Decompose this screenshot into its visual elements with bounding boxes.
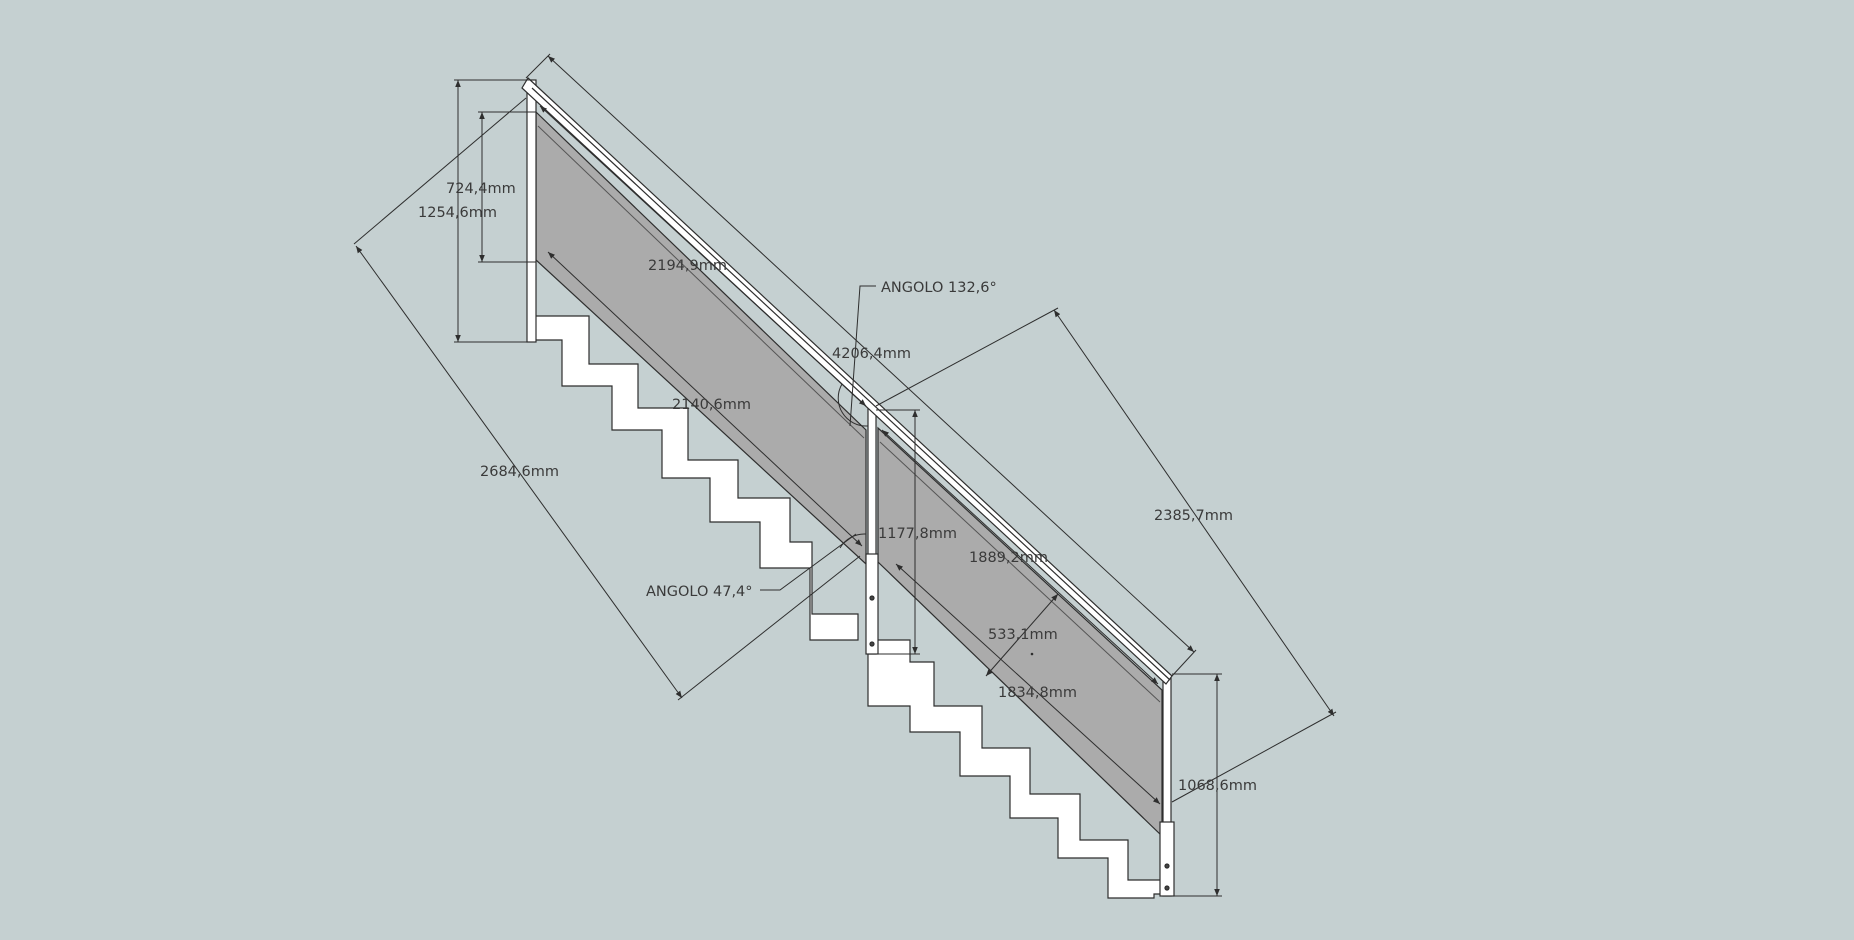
label-panel-offset: 533,1mm: [988, 627, 1058, 643]
center-mark: [1030, 652, 1034, 656]
post-bolt: [869, 595, 875, 601]
label-top-angle: ANGOLO 132,6°: [881, 280, 997, 296]
extension-line: [875, 307, 1059, 407]
label-upper-flight-length: 2684,6mm: [480, 464, 559, 480]
middle-post-base: [865, 553, 879, 655]
angle-annotations: [760, 285, 876, 591]
extension-line: [1171, 649, 1197, 677]
label-total-rail-length: 4206,4mm: [832, 346, 911, 362]
extension-line: [353, 97, 527, 245]
label-upper-rail-length: 2194,9mm: [648, 258, 727, 274]
label-lower-flight-length: 2385,7mm: [1154, 508, 1233, 524]
top-angle-arc: [837, 383, 869, 427]
post-bolt: [1164, 885, 1170, 891]
glass-panels: [535, 110, 1163, 838]
label-upper-post-height: 1254,6mm: [418, 205, 497, 221]
label-upper-panel-height: 724,4mm: [446, 181, 516, 197]
dim-line-upper-panel-length: [547, 251, 863, 547]
label-lower-panel-length: 1834,8mm: [998, 685, 1077, 701]
label-lower-rail-length: 1889,2mm: [969, 550, 1048, 566]
label-upper-panel-length: 2140,6mm: [672, 397, 751, 413]
label-bottom-angle: ANGOLO 47,4°: [646, 584, 753, 600]
dim-line-panel-offset: [985, 593, 1059, 677]
dim-line-lower-flight-length: [1053, 309, 1335, 717]
post-bolt: [869, 641, 875, 647]
lower-post-base: [1159, 821, 1175, 897]
dimension-lines: [353, 53, 1337, 897]
upper-post: [526, 79, 537, 343]
label-lower-post-height: 1068,6mm: [1178, 778, 1257, 794]
post-bolt: [1164, 863, 1170, 869]
bottom-angle-leader: [760, 533, 857, 591]
extension-line: [1171, 711, 1337, 803]
label-middle-post-height: 1177,8mm: [878, 526, 957, 542]
dimension-labels: 724,4mm 1254,6mm 2194,9mm ANGOLO 132,6° …: [418, 181, 1257, 794]
extension-line: [525, 53, 551, 79]
top-angle-leader: [849, 285, 876, 427]
dim-line-lower-panel-length: [895, 563, 1161, 805]
